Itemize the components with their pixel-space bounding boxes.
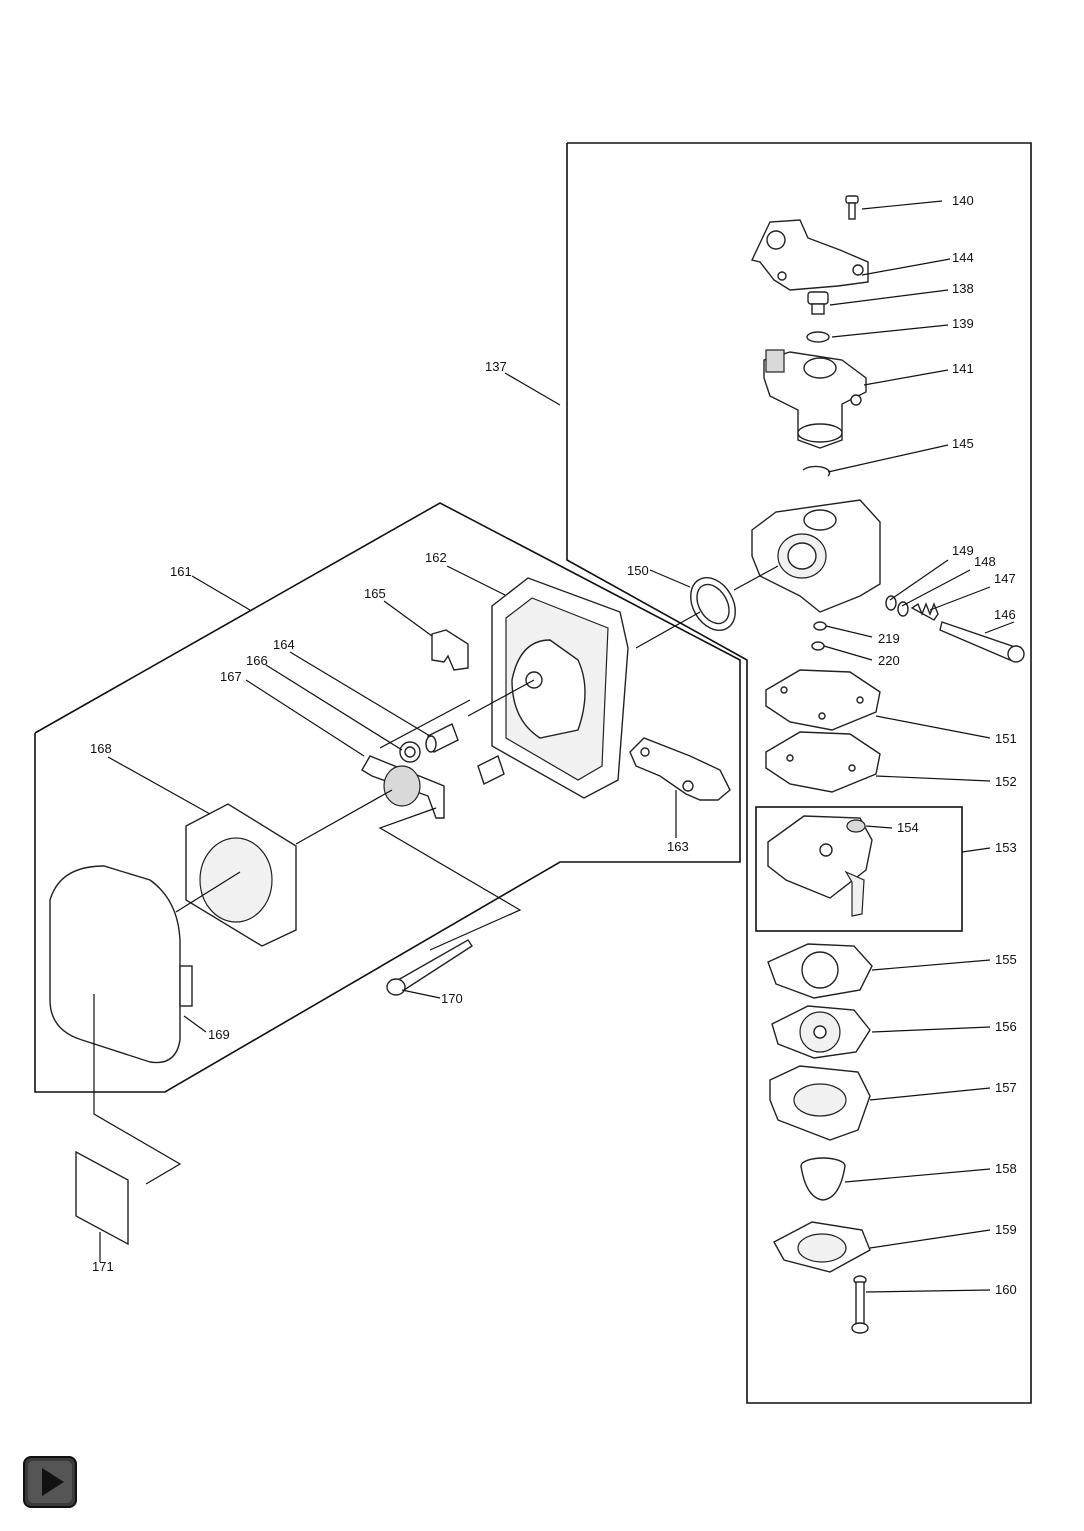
leader-lines xyxy=(93,200,1015,1293)
part-140-screw xyxy=(845,195,859,220)
label-171: 171 xyxy=(92,1259,114,1274)
part-144-choke-lever xyxy=(751,219,869,291)
part-164-spacer-tube xyxy=(425,723,459,753)
label-161: 161 xyxy=(170,564,192,579)
label-165: 165 xyxy=(364,586,386,601)
label-146: 146 xyxy=(994,607,1016,622)
label-162: 162 xyxy=(425,550,447,565)
part-number-labels: 137 140 144 138 139 141 145 149 148 147 … xyxy=(90,193,1017,1297)
label-160: 160 xyxy=(995,1282,1017,1297)
label-155: 155 xyxy=(995,952,1017,967)
label-145: 145 xyxy=(952,436,974,451)
part-155-gasket xyxy=(767,943,873,999)
label-152: 152 xyxy=(995,774,1017,789)
label-154: 154 xyxy=(897,820,919,835)
label-219: 219 xyxy=(878,631,900,646)
part-spacer-tube xyxy=(477,755,505,785)
label-170: 170 xyxy=(441,991,463,1006)
label-149: 149 xyxy=(952,543,974,558)
part-171-label xyxy=(75,1150,129,1246)
part-149-washer xyxy=(885,595,897,611)
label-138: 138 xyxy=(952,281,974,296)
next-page-button[interactable] xyxy=(22,1455,78,1509)
part-165-clip xyxy=(431,629,469,671)
part-139-o-ring xyxy=(806,331,830,343)
part-220-screw xyxy=(811,641,825,651)
part-145-clip xyxy=(802,465,831,477)
play-arrow-icon xyxy=(23,1456,77,1508)
label-153: 153 xyxy=(995,840,1017,855)
label-168: 168 xyxy=(90,741,112,756)
part-168-filter-element xyxy=(185,803,297,947)
part-170-bolt xyxy=(386,939,473,996)
label-164: 164 xyxy=(273,637,295,652)
label-140: 140 xyxy=(952,193,974,208)
part-146-needle-screw xyxy=(939,621,1025,663)
label-139: 139 xyxy=(952,316,974,331)
part-151-gasket xyxy=(765,669,881,731)
part-156-metering-diaphragm xyxy=(771,1005,871,1059)
part-153-pump-cover xyxy=(767,815,873,917)
label-167: 167 xyxy=(220,669,242,684)
label-148: 148 xyxy=(974,554,996,569)
label-163: 163 xyxy=(667,839,689,854)
part-150-gasket xyxy=(690,577,736,631)
label-158: 158 xyxy=(995,1161,1017,1176)
label-159: 159 xyxy=(995,1222,1017,1237)
part-148-washer xyxy=(897,601,909,617)
part-166-washer xyxy=(399,741,421,763)
part-169-filter-cover xyxy=(49,865,193,1064)
label-151: 151 xyxy=(995,731,1017,746)
part-167-choke-plate xyxy=(361,755,445,819)
carburetor-body xyxy=(751,499,881,613)
part-160-screw xyxy=(851,1275,869,1334)
part-154-filter-screen xyxy=(846,819,866,833)
metering-cover-subassembly-frame xyxy=(755,806,963,932)
part-157-metering-cover xyxy=(769,1065,871,1141)
carburetor-assembly-frame xyxy=(566,142,1032,1404)
part-163-choke-lever xyxy=(629,737,731,801)
part-152-pump-diaphragm xyxy=(765,731,881,793)
part-147-spring xyxy=(910,602,939,621)
label-157: 157 xyxy=(995,1080,1017,1095)
label-137: 137 xyxy=(485,359,507,374)
label-169: 169 xyxy=(208,1027,230,1042)
part-159-primer-cover xyxy=(773,1221,871,1273)
label-147: 147 xyxy=(994,571,1016,586)
air-filter-assembly-frame xyxy=(34,502,741,1093)
label-166: 166 xyxy=(246,653,268,668)
label-156: 156 xyxy=(995,1019,1017,1034)
label-144: 144 xyxy=(952,250,974,265)
label-141: 141 xyxy=(952,361,974,376)
part-162-air-filter-base xyxy=(491,577,629,799)
part-158-primer-bulb xyxy=(800,1157,846,1201)
label-150: 150 xyxy=(627,563,649,578)
label-220: 220 xyxy=(878,653,900,668)
part-138-adjust-screw xyxy=(807,291,829,315)
part-219-washer xyxy=(813,621,827,631)
part-141-throttle-body xyxy=(763,349,867,449)
